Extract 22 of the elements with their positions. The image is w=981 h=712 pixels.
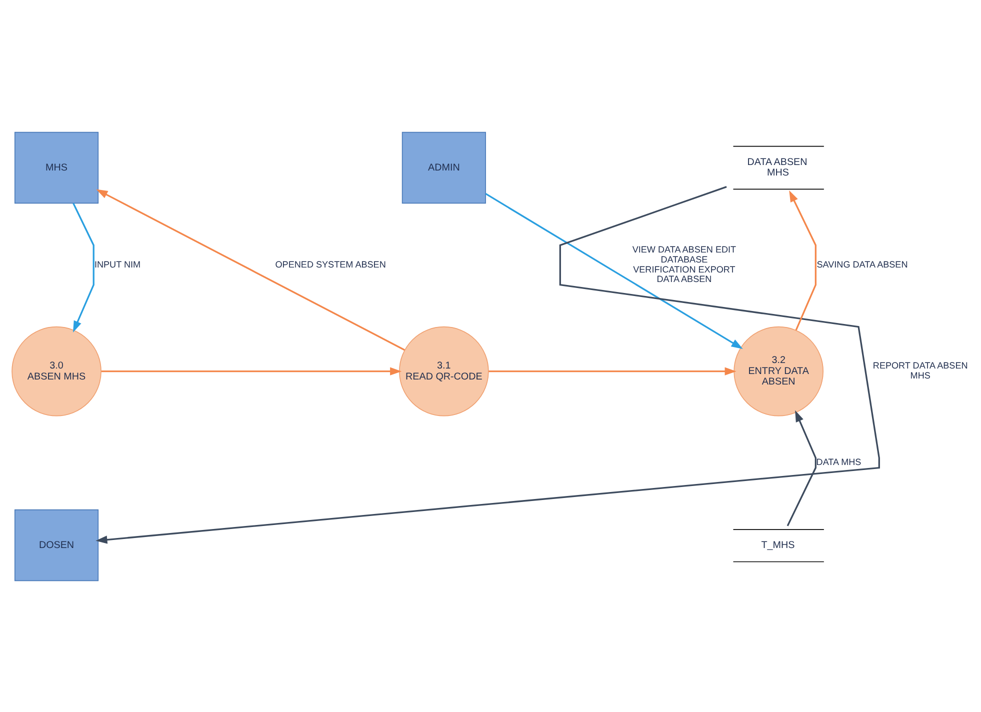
arrow (488, 366, 736, 375)
edge-label: INPUT NIM (94, 258, 141, 269)
arrow (101, 366, 402, 375)
node-box: MHS (14, 131, 99, 204)
node-circle: 3.2 ENTRY DATA ABSEN (734, 326, 824, 416)
arrow (786, 410, 816, 526)
node-text: DATA ABSEN MHS (747, 156, 808, 178)
edge-label: DATA MHS (816, 456, 862, 467)
edge-label: VIEW DATA ABSEN EDIT DATABASE VERIFICATION EXPORT DATA ABSEN (632, 244, 736, 284)
arrow (96, 186, 880, 544)
node-circle: 3.1 READ QR-CODE (399, 326, 489, 416)
arrow (72, 202, 94, 332)
edge-label: OPENED SYSTEM ABSEN (275, 258, 386, 269)
node-text: T_MHS (761, 540, 795, 551)
edge-label: REPORT DATA ABSEN MHS (872, 360, 968, 380)
arrow (789, 190, 816, 330)
node-circle: 3.0 ABSEN MHS (12, 326, 102, 416)
arrow (485, 192, 743, 348)
edge-label: SAVING DATA ABSEN (816, 258, 908, 269)
arrow (96, 188, 405, 350)
node-box: ADMIN (402, 131, 486, 204)
node-box: DOSEN (14, 508, 99, 581)
